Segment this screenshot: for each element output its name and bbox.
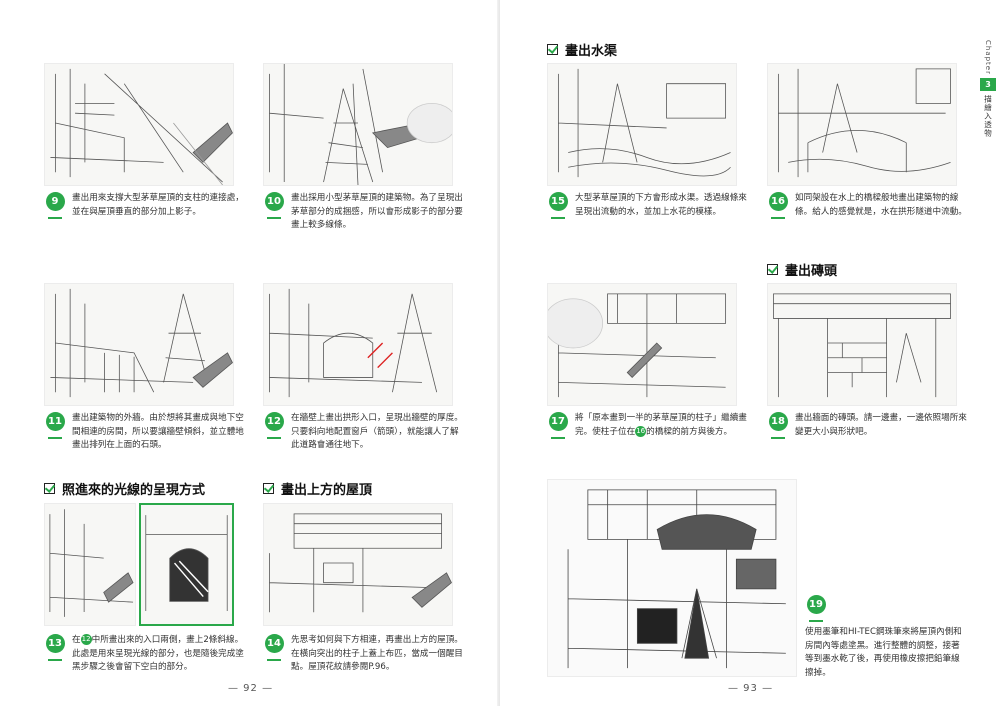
section-title: 照進來的光線的呈現方式 bbox=[62, 483, 206, 498]
step-badge: 10 bbox=[264, 192, 284, 211]
final-artwork bbox=[547, 479, 797, 677]
sketch-photo-9 bbox=[44, 63, 234, 186]
sketch-photo-10 bbox=[263, 63, 453, 186]
checkbox-icon bbox=[767, 264, 778, 275]
page-number-left: — 92 — bbox=[228, 683, 274, 694]
sketch-photo-18 bbox=[767, 283, 957, 406]
checkbox-icon bbox=[263, 483, 274, 494]
section-title: 畫出水渠 bbox=[565, 44, 618, 59]
reference-badge: 12 bbox=[80, 634, 92, 645]
step-badge: 14 bbox=[264, 634, 284, 653]
chapter-number: 3 bbox=[980, 78, 996, 91]
step-badge: 13 bbox=[45, 634, 65, 653]
step-11: 11 畫出建築物的外牆。由於想將其畫成與地下空間相連的房間，所以要讓牆壁傾斜，並… bbox=[44, 412, 244, 453]
step-text: 大型茅草屋頂的下方會形成水渠。透過線條來呈現出流動的水，並加上水花的模樣。 bbox=[575, 193, 747, 217]
sketch-photo-14 bbox=[263, 503, 453, 626]
section-header-light: 照進來的光線的呈現方式 bbox=[44, 479, 205, 498]
chapter-tab: Chapter 3 描繪入透物 bbox=[980, 40, 996, 138]
step-text: 畫出牆面的磚頭。請一邊畫，一邊依照場所來變更大小與形狀吧。 bbox=[795, 413, 967, 437]
step-text: 畫出建築物的外牆。由於想將其畫成與地下空間相連的房間，所以要讓牆壁傾斜，並立體地… bbox=[72, 413, 244, 450]
step-badge: 17 bbox=[548, 412, 568, 431]
sketch-photo-12 bbox=[263, 283, 453, 406]
step-text: 將「原本畫到一半的茅草屋頂的柱子」繼續畫完。使柱子位在16的橋樑的前方與後方。 bbox=[575, 413, 747, 437]
step-text: 畫出用來支撐大型茅草屋頂的支柱的連接處，並在與屋頂垂直的部分加上影子。 bbox=[72, 193, 244, 217]
step-text: 畫出採用小型茅草屋頂的建築物。為了呈現出茅草部分的成捆感，所以會形成影子的部分要… bbox=[291, 193, 463, 230]
section-header-roof: 畫出上方的屋頂 bbox=[263, 479, 372, 498]
step-15: 15 大型茅草屋頂的下方會形成水渠。透過線條來呈現出流動的水，並加上水花的模樣。 bbox=[547, 192, 747, 219]
step-badge: 11 bbox=[45, 412, 65, 431]
checkbox-icon bbox=[547, 44, 558, 55]
step-16: 16 如同架設在水上的橋樑般地畫出建築物的線條。給人的感覺就是，水在拱形隧道中流… bbox=[767, 192, 967, 219]
step-12: 12 在牆壁上畫出拱形入口，呈現出牆壁的厚度。只要斜向地配置窗戶（箭頭），就能讓… bbox=[263, 412, 463, 453]
step-14: 14 先思考如何與下方相連，再畫出上方的屋頂。在橫向突出的柱子上蓋上布匹，當成一… bbox=[263, 634, 463, 675]
step-19: 19 使用墨筆和HI-TEC鋼珠筆來將屋頂內側和房間內等處塗黑。進行整體的調整，… bbox=[805, 595, 963, 680]
step-badge: 16 bbox=[768, 192, 788, 211]
reference-badge: 16 bbox=[635, 425, 647, 437]
step-text: 使用墨筆和HI-TEC鋼珠筆來將屋頂內側和房間內等處塗黑。進行整體的調整，接著等… bbox=[805, 627, 962, 678]
sketch-photo-13b bbox=[139, 503, 234, 626]
step-text: 在12中所畫出來的入口兩側，畫上2條斜線。此處是用來呈現光線的部分，也是隨後完成… bbox=[72, 634, 244, 672]
step-badge: 19 bbox=[806, 595, 826, 614]
step-badge: 12 bbox=[264, 412, 284, 431]
step-text: 在牆壁上畫出拱形入口，呈現出牆壁的厚度。只要斜向地配置窗戶（箭頭），就能讓人了解… bbox=[291, 413, 463, 450]
step-badge: 18 bbox=[768, 412, 788, 431]
section-header-canal: 畫出水渠 bbox=[547, 40, 617, 59]
step-13: 13 在12中所畫出來的入口兩側，畫上2條斜線。此處是用來呈現光線的部分，也是隨… bbox=[44, 634, 244, 675]
right-page: 畫出水渠 15 大型茅草屋頂的下方會形成水渠。透過線條來呈現出流動的水，並加上水… bbox=[500, 0, 1000, 706]
section-header-brick: 畫出磚頭 bbox=[767, 260, 837, 279]
step-9: 9 畫出用來支撐大型茅草屋頂的支柱的連接處，並在與屋頂垂直的部分加上影子。 bbox=[44, 192, 244, 219]
section-title: 畫出上方的屋頂 bbox=[281, 483, 373, 498]
step-text: 如同架設在水上的橋樑般地畫出建築物的線條。給人的感覺就是，水在拱形隧道中流動。 bbox=[795, 193, 967, 217]
sketch-photo-15 bbox=[547, 63, 737, 186]
step-badge: 9 bbox=[45, 192, 65, 211]
sketch-photo-17 bbox=[547, 283, 737, 406]
step-10: 10 畫出採用小型茅草屋頂的建築物。為了呈現出茅草部分的成捆感，所以會形成影子的… bbox=[263, 192, 463, 233]
step-badge: 15 bbox=[548, 192, 568, 211]
chapter-title: 描繪入透物 bbox=[983, 95, 993, 138]
step-text: 先思考如何與下方相連，再畫出上方的屋頂。在橫向突出的柱子上蓋上布匹，當成一個醒目… bbox=[291, 635, 463, 672]
checkbox-icon bbox=[44, 483, 55, 494]
step-18: 18 畫出牆面的磚頭。請一邊畫，一邊依照場所來變更大小與形狀吧。 bbox=[767, 412, 967, 439]
page-number-right: — 93 — bbox=[728, 683, 774, 694]
left-page: 9 畫出用來支撐大型茅草屋頂的支柱的連接處，並在與屋頂垂直的部分加上影子。 10… bbox=[0, 0, 500, 706]
sketch-photo-11 bbox=[44, 283, 234, 406]
step-17: 17 將「原本畫到一半的茅草屋頂的柱子」繼續畫完。使柱子位在16的橋樑的前方與後… bbox=[547, 412, 747, 439]
section-title: 畫出磚頭 bbox=[785, 264, 838, 279]
sketch-photo-13a bbox=[44, 503, 136, 626]
chapter-label: Chapter bbox=[984, 40, 992, 75]
sketch-photo-16 bbox=[767, 63, 957, 186]
